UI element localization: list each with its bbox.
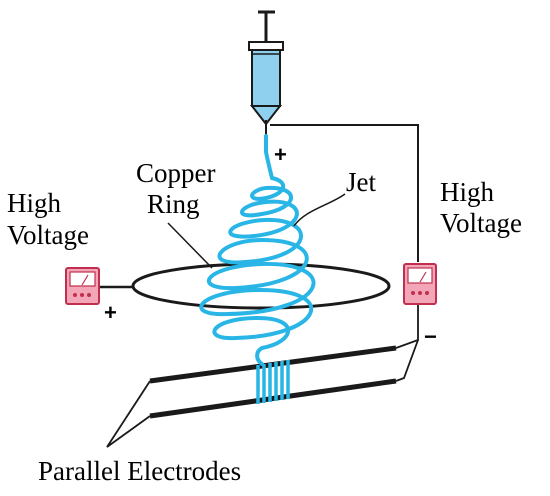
right-supply-icon [403,263,437,305]
jet-label: Jet [346,167,376,197]
parallel-electrodes-label: Parallel Electrodes [38,456,242,486]
copper-ring-label-line1: Copper [136,158,216,188]
high-voltage-right-label-line2: Voltage [440,208,522,238]
needle-wire [270,124,419,262]
parallel-electrodes [106,305,419,448]
jet-coil-on-electrodes [256,360,290,404]
needle-polarity-sign: + [274,142,287,167]
copper-ring-leader [167,222,213,269]
high-voltage-left-label-line2: Voltage [7,220,89,250]
copper-ring-label-line2: Ring [147,189,200,219]
high-voltage-right-label-line1: High [440,177,494,207]
syringe-icon [248,10,284,136]
left-supply-icon [65,267,100,305]
right-supply-polarity-sign: − [424,324,437,349]
jet-leader [293,193,346,227]
jet [199,134,316,366]
high-voltage-left-label-line1: High [7,188,61,218]
left-supply-polarity-sign: + [104,300,117,325]
